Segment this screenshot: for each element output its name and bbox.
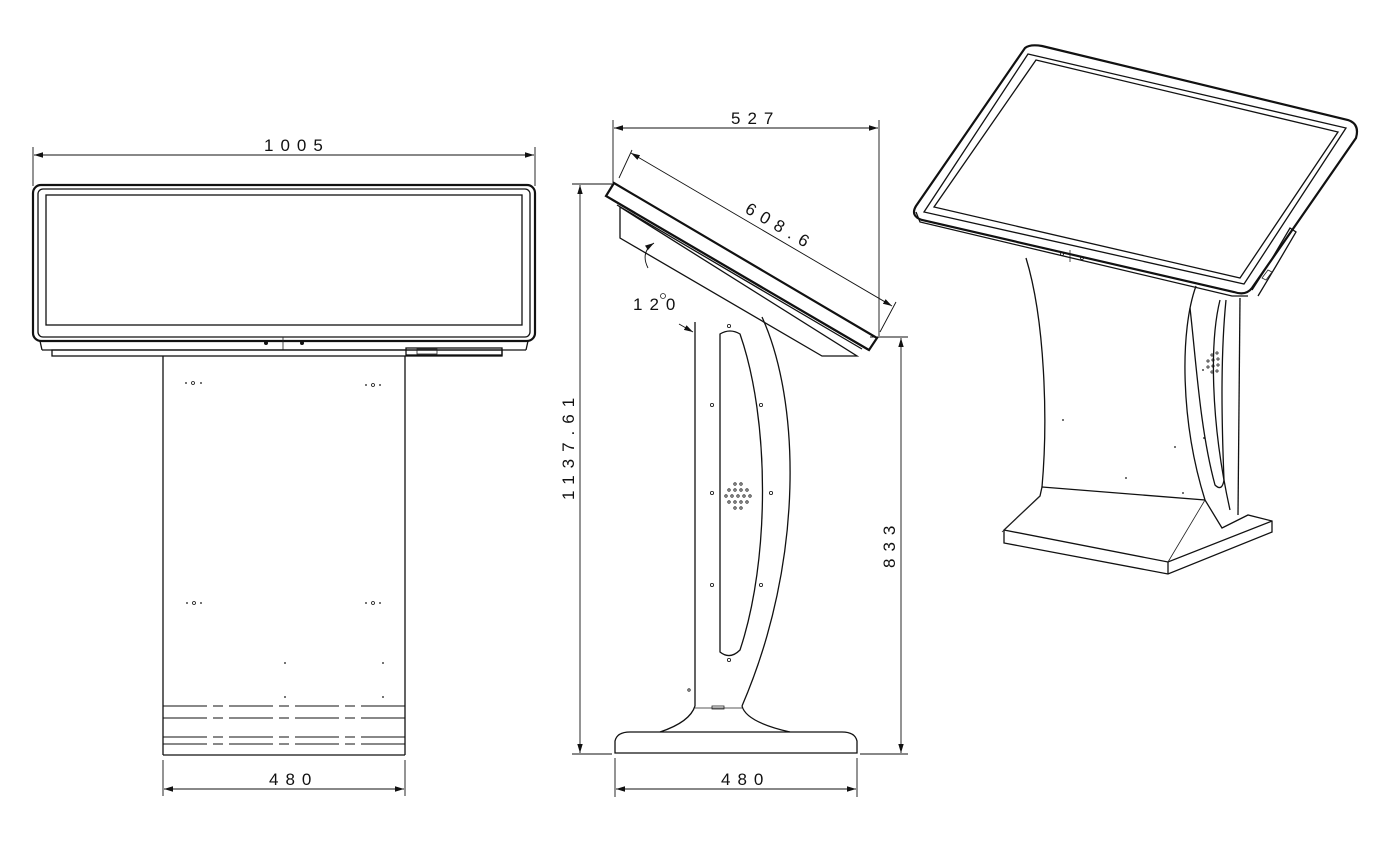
dimension-front-width: 1005 [32, 136, 536, 186]
side-monitor [604, 181, 879, 357]
perspective-view [912, 44, 1359, 575]
perspective-base [1001, 486, 1273, 575]
side-view: 527 608.6 120 [559, 109, 908, 797]
dimension-side-base-width-label: 480 [721, 770, 770, 789]
dimension-side-total-height: 1137.61 [559, 183, 612, 755]
front-monitor [31, 183, 537, 357]
dimension-side-depth-label: 527 [731, 109, 780, 128]
front-column [162, 356, 406, 756]
perspective-monitor [912, 44, 1359, 297]
dimension-side-angle: 120 [633, 242, 694, 333]
dimension-side-base-height: 833 [860, 336, 908, 755]
dimension-front-base-width: 480 [162, 760, 406, 796]
dimension-side-angle-label: 120 [633, 295, 682, 314]
dimension-side-base-height-label: 833 [880, 519, 899, 568]
perspective-speaker-grille [1206, 351, 1220, 374]
side-speaker-grille [724, 482, 752, 510]
dimension-side-base-width: 480 [614, 758, 858, 797]
dimension-side-screen-length-label: 608.6 [742, 199, 818, 255]
side-base [614, 731, 858, 754]
dimension-front-width-label: 1005 [264, 136, 330, 155]
dimension-front-base-width-label: 480 [269, 770, 318, 789]
front-view: 1005 [31, 136, 537, 796]
side-column [659, 316, 791, 733]
dimension-side-total-height-label: 1137.61 [559, 391, 578, 500]
perspective-column [1025, 257, 1241, 516]
